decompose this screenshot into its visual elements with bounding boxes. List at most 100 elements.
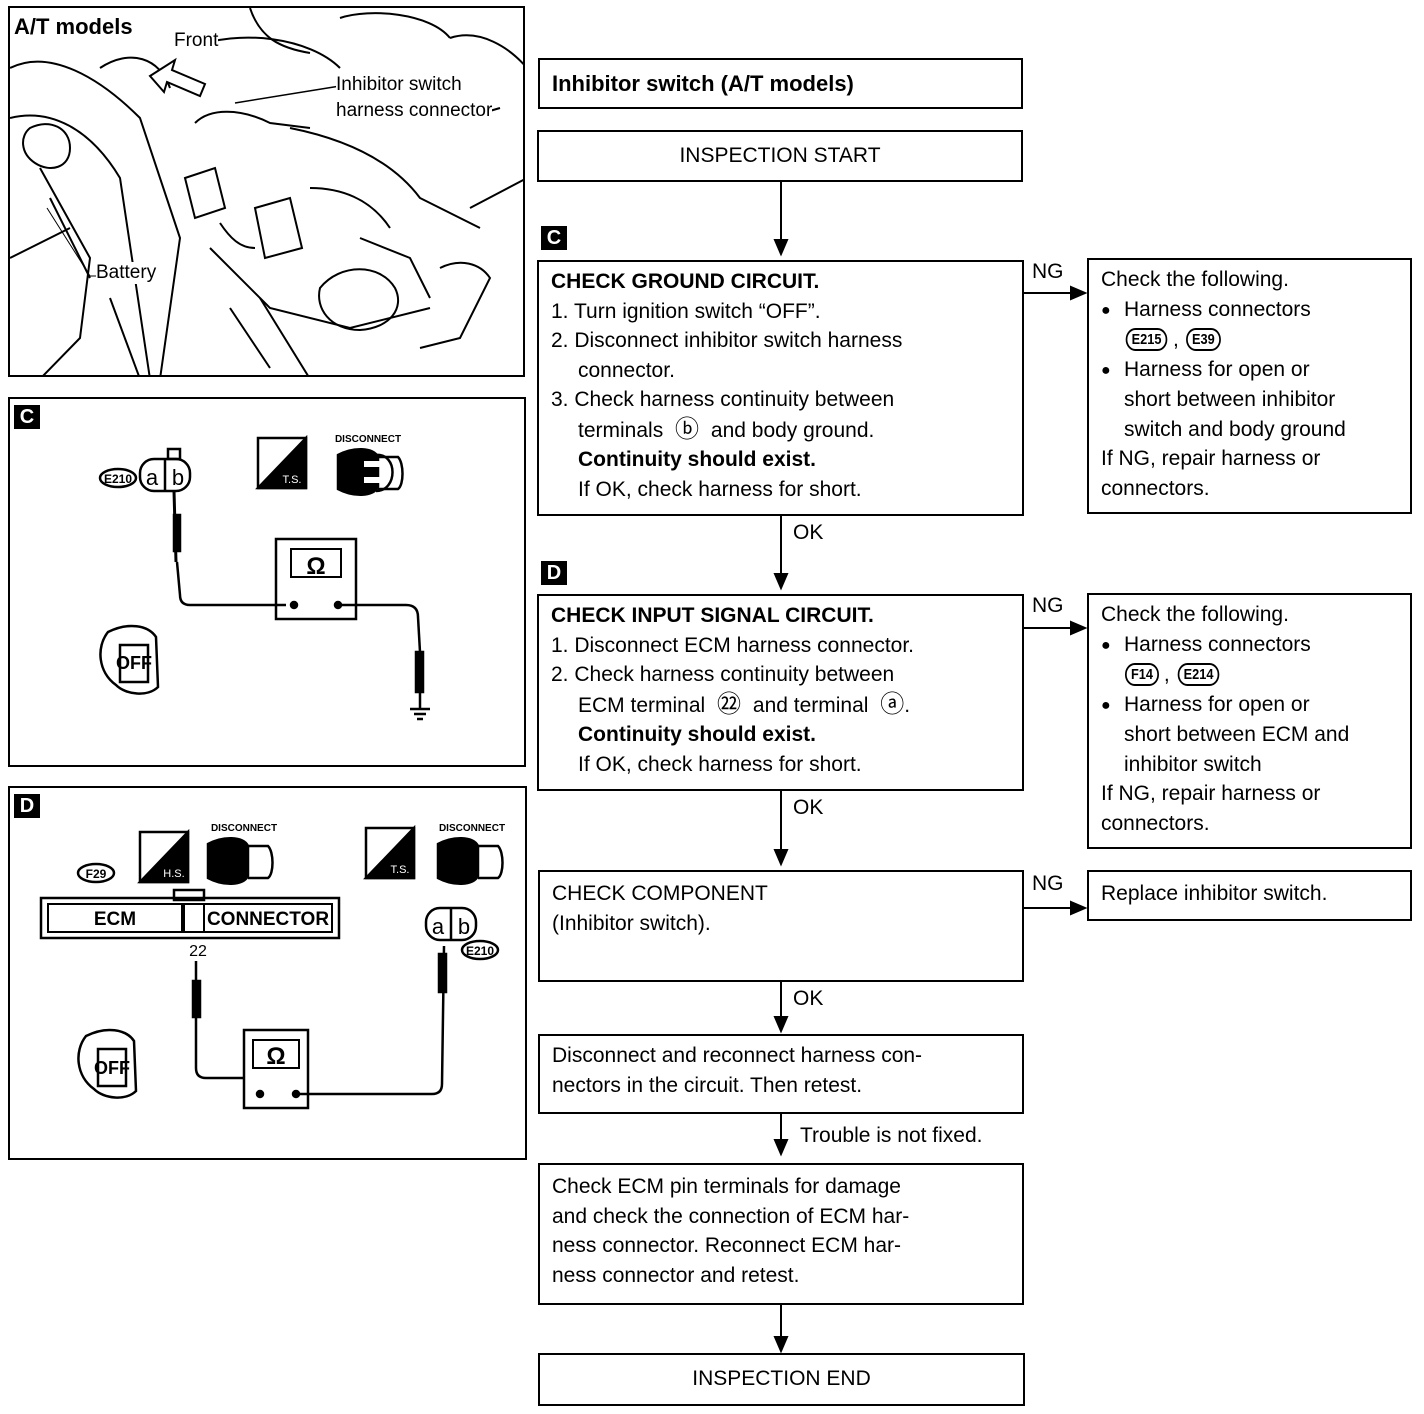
connector-label-1: Inhibitor switch bbox=[336, 74, 462, 96]
terminal-a-symbol: ⓐ bbox=[880, 690, 905, 718]
step-d-line-2b: ECM terminal ㉒ and terminal ⓐ. bbox=[551, 690, 914, 721]
ng-c-repair-1: If NG, repair harness or bbox=[1101, 447, 1321, 470]
step-c-heading: CHECK GROUND CIRCUIT. bbox=[551, 270, 820, 293]
step-d-text: CHECK INPUT SIGNAL CIRCUIT. 1. Disconnec… bbox=[551, 601, 914, 779]
ecm-check-line-4: ness connector and retest. bbox=[552, 1263, 800, 1287]
step-c-line-2a: 2. Disconnect inhibitor switch harness bbox=[551, 329, 903, 352]
d-key-off-label: OFF bbox=[94, 1058, 130, 1078]
c-connector-e210: E210 bbox=[104, 472, 132, 486]
d-terminal-a: a bbox=[432, 914, 445, 939]
ecm-check-text: Check ECM pin terminals for damage and c… bbox=[552, 1172, 909, 1290]
ng-d-bullet-2b: short between ECM and bbox=[1124, 723, 1350, 746]
step-c-box: CHECK GROUND CIRCUIT. 1. Turn ignition s… bbox=[537, 260, 1024, 516]
ng-c-text: Check the following. Harness connectors … bbox=[1101, 265, 1346, 503]
step-c-body-ground-text: and body ground. bbox=[710, 418, 875, 442]
ng-c-repair-2: connectors. bbox=[1101, 476, 1210, 500]
c-ohmmeter-symbol: Ω bbox=[306, 553, 325, 580]
pin-22-symbol: ㉒ bbox=[717, 690, 742, 718]
d-section-badge: D bbox=[14, 794, 40, 818]
reconnect-text: Disconnect and reconnect harness con- ne… bbox=[552, 1041, 922, 1100]
step-d-ecm-terminal-text: ECM terminal bbox=[578, 693, 706, 717]
step-d-if-ok: If OK, check harness for short. bbox=[578, 752, 862, 776]
step-c-text: CHECK GROUND CIRCUIT. 1. Turn ignition s… bbox=[551, 267, 902, 504]
battery-label: Battery bbox=[96, 262, 157, 284]
step-d-badge: D bbox=[541, 561, 567, 585]
ecm-check-line-3: ness connector. Reconnect ECM har- bbox=[552, 1234, 902, 1257]
c-circuit-drawing: E210 a b Ω T.S. DISCONNECT OFF bbox=[98, 434, 430, 721]
step-d-heading: CHECK INPUT SIGNAL CIRCUIT. bbox=[551, 604, 874, 627]
step-d-line-1: 1. Disconnect ECM harness connector. bbox=[551, 633, 915, 657]
ng-c-connectors: E215, E39 bbox=[1101, 325, 1346, 355]
front-label: Front bbox=[174, 30, 219, 52]
connector-e39: E39 bbox=[1185, 328, 1221, 351]
component-ng-label: NG bbox=[1032, 872, 1064, 895]
c-terminal-b: b bbox=[172, 465, 184, 490]
inspection-end-box: INSPECTION END bbox=[538, 1353, 1025, 1406]
step-c-line-3b: terminals ⓑ and body ground. bbox=[551, 415, 902, 446]
reconnect-line-1: Disconnect and reconnect harness con- bbox=[552, 1044, 923, 1067]
engine-bay-illustration: A/T models Front Inhibitor switch harnes… bbox=[8, 6, 525, 377]
step-c-if-ok: If OK, check harness for short. bbox=[578, 477, 862, 501]
ng-d-head: Check the following. bbox=[1101, 603, 1289, 626]
connector-f14: F14 bbox=[1124, 663, 1159, 686]
d-connector-label: CONNECTOR bbox=[207, 909, 329, 930]
ng-d-connectors: F14,E214 bbox=[1101, 660, 1349, 690]
component-text: CHECK COMPONENT (Inhibitor switch). bbox=[552, 879, 768, 938]
ng-c-bullet-2c: switch and body ground bbox=[1124, 417, 1346, 441]
ng-c-bullet-2: Harness for open or bbox=[1101, 355, 1346, 386]
ng-d-text: Check the following. Harness connectors … bbox=[1101, 600, 1349, 838]
terminal-b-symbol: ⓑ bbox=[675, 415, 700, 443]
ng-d-box: Check the following. Harness connectors … bbox=[1087, 593, 1412, 849]
step-d-line-2a: 2. Check harness continuity between bbox=[551, 663, 895, 686]
ecm-check-box: Check ECM pin terminals for damage and c… bbox=[538, 1163, 1024, 1305]
inspection-start-box: INSPECTION START bbox=[537, 130, 1023, 182]
d-pin-22-label: 22 bbox=[189, 943, 207, 960]
inspection-end-label: INSPECTION END bbox=[692, 1367, 871, 1390]
reconnect-line-2: nectors in the circuit. Then retest. bbox=[552, 1073, 863, 1097]
ecm-check-line-1: Check ECM pin terminals for damage bbox=[552, 1175, 901, 1198]
ng-d-bullet-2c: inhibitor switch bbox=[1124, 752, 1262, 776]
ng-c-comma: , bbox=[1173, 328, 1179, 351]
ng-component-box: Replace inhibitor switch. bbox=[1087, 870, 1412, 921]
ng-d-repair-2: connectors. bbox=[1101, 811, 1210, 835]
d-disconnect-label-2: DISCONNECT bbox=[439, 823, 505, 834]
ng-d-bullet-1: Harness connectors bbox=[1101, 630, 1349, 661]
step-c-terminals-text: terminals bbox=[578, 418, 664, 442]
ng-c-bullet-2b: short between inhibitor bbox=[1124, 388, 1336, 411]
step-c-line-3a: 3. Check harness continuity between bbox=[551, 388, 895, 411]
ng-d-comma: , bbox=[1163, 663, 1170, 686]
ng-c-bullet-1: Harness connectors bbox=[1101, 295, 1346, 326]
step-c-ok-label: OK bbox=[793, 521, 824, 544]
c-section-badge: C bbox=[14, 405, 40, 429]
ng-d-bullet-2: Harness for open or bbox=[1101, 690, 1349, 721]
ng-c-head: Check the following. bbox=[1101, 268, 1289, 291]
ecm-check-line-2: and check the connection of ECM har- bbox=[552, 1204, 910, 1228]
step-c-line-1: 1. Turn ignition switch “OFF”. bbox=[551, 299, 821, 323]
d-connector-e210: E210 bbox=[466, 944, 494, 958]
not-fixed-label: Trouble is not fixed. bbox=[800, 1124, 983, 1147]
step-d-and-terminal-text: and terminal bbox=[752, 693, 869, 717]
engine-bay-drawing bbox=[10, 8, 523, 375]
ng-c-box: Check the following. Harness connectors … bbox=[1087, 258, 1412, 514]
connector-e215: E215 bbox=[1125, 328, 1168, 351]
connector-label-2: harness connector bbox=[336, 100, 493, 122]
component-line-2: (Inhibitor switch). bbox=[552, 911, 711, 935]
d-illustration: D bbox=[8, 786, 527, 1160]
d-ts-label: T.S. bbox=[391, 864, 410, 876]
d-circuit-drawing: F29 H.S. DISCONNECT T.S. DISCONNECT ECM … bbox=[39, 823, 505, 1110]
step-c-continuity: Continuity should exist. bbox=[578, 448, 817, 471]
inspection-start-label: INSPECTION START bbox=[679, 144, 881, 167]
step-d-continuity: Continuity should exist. bbox=[578, 723, 817, 746]
step-d-ok-label: OK bbox=[793, 796, 824, 819]
ng-d-repair-1: If NG, repair harness or bbox=[1101, 782, 1321, 805]
d-connector-f29: F29 bbox=[86, 867, 107, 881]
front-arrow-icon bbox=[148, 57, 207, 98]
d-terminal-b: b bbox=[458, 914, 470, 939]
c-illustration: C bbox=[8, 397, 526, 767]
illustration-title: A/T models bbox=[14, 14, 133, 39]
d-ohmmeter-symbol: Ω bbox=[266, 1043, 285, 1070]
flow-title-box: Inhibitor switch (A/T models) bbox=[538, 58, 1023, 109]
d-hs-label: H.S. bbox=[163, 868, 184, 880]
flow-title: Inhibitor switch (A/T models) bbox=[552, 71, 854, 96]
component-line-1: CHECK COMPONENT bbox=[552, 882, 768, 905]
